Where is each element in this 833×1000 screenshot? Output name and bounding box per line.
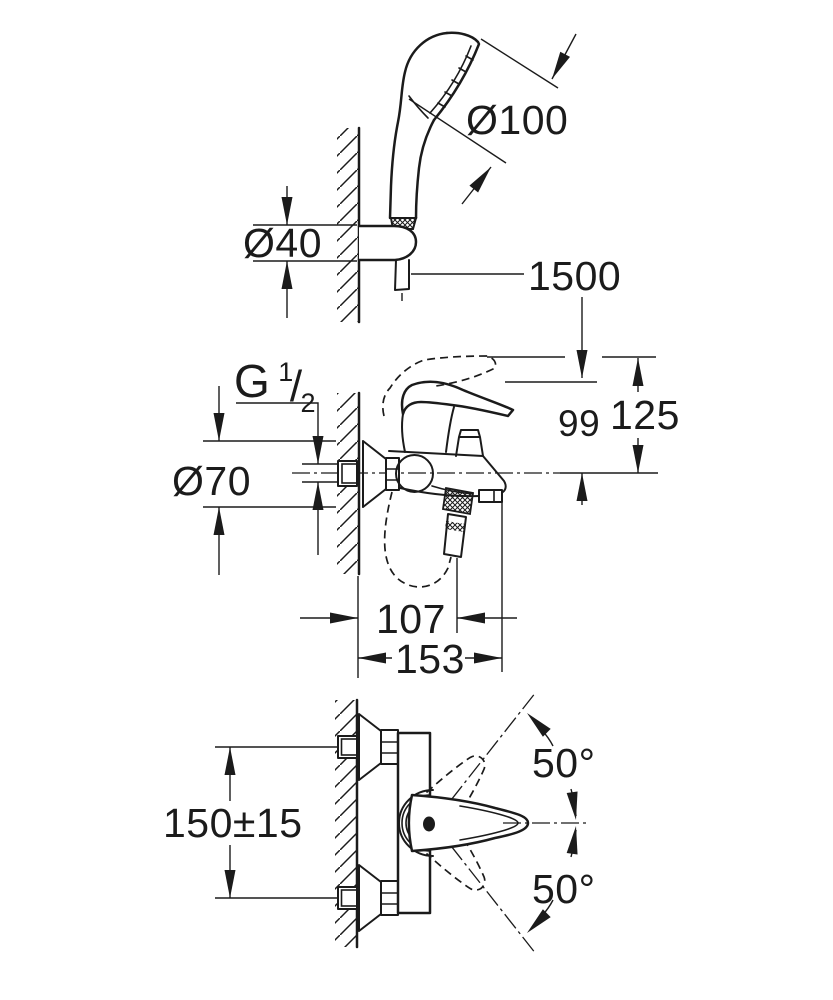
hose-length-label: 1500 [528, 253, 621, 299]
escutcheon [362, 440, 387, 508]
dim-height-125: 125 [487, 356, 680, 473]
mixer-front-drawing [337, 713, 589, 932]
wall-holder [357, 224, 418, 262]
union-nut-top [380, 729, 399, 765]
swivel-lower-label: 50° [532, 866, 596, 912]
mixer-front-view: 150±15 50° 50° [163, 691, 595, 955]
escutcheon-bottom [358, 864, 382, 932]
escutcheon-top [358, 713, 382, 781]
dim-height-99: 99 [505, 297, 600, 505]
hand-shower-drawing [357, 31, 481, 301]
dim-connection-centers: 150±15 [163, 746, 337, 899]
lever-front [407, 793, 530, 853]
lever-up-hidden [425, 755, 486, 819]
spray-face [429, 45, 472, 114]
rosette-diameter-label: Ø70 [172, 458, 251, 504]
dim-swivel-upper: 50° [523, 709, 595, 821]
mixer-side-drawing [302, 355, 515, 588]
dim-swivel-lower: 50° [523, 825, 595, 937]
swivel-centre-lines [432, 691, 537, 955]
head-diameter-label: Ø100 [466, 97, 568, 143]
union-nut-bottom [380, 880, 399, 916]
shower-hose [394, 259, 410, 291]
connection-centers-label: 150±15 [163, 800, 303, 846]
mixer-body [400, 406, 455, 453]
hand-shower-view: Ø100 Ø40 1500 [243, 31, 621, 324]
spout [482, 455, 507, 494]
lever-down-hidden [425, 827, 486, 891]
dim-rosette-diameter: Ø70 [172, 386, 336, 575]
dim-holder-diameter: Ø40 [243, 186, 357, 318]
lever-raised-hidden [381, 355, 497, 417]
lever-dot [423, 816, 435, 832]
height-99-label: 99 [558, 403, 600, 444]
dim-head-diameter: Ø100 [408, 33, 577, 205]
outlet-nipple [443, 513, 467, 558]
dim-hose-length: 1500 [411, 253, 621, 299]
dim-projection-107: 107 [300, 558, 517, 678]
projection-153-label: 153 [395, 636, 465, 682]
projection-107-label: 107 [376, 596, 446, 642]
hose-hidden-outline [383, 491, 452, 588]
aerator [478, 489, 503, 503]
dim-projection-153: 153 [358, 500, 503, 682]
ball-joint [395, 454, 434, 493]
lever-dome [398, 789, 434, 857]
lever-side [400, 380, 515, 418]
swivel-upper-label: 50° [532, 740, 596, 786]
diverter-knob [455, 429, 484, 457]
outlet-knurl [441, 486, 475, 516]
union-nut [385, 457, 400, 491]
holder-diameter-label: Ø40 [243, 220, 322, 266]
height-125-label: 125 [610, 392, 680, 438]
